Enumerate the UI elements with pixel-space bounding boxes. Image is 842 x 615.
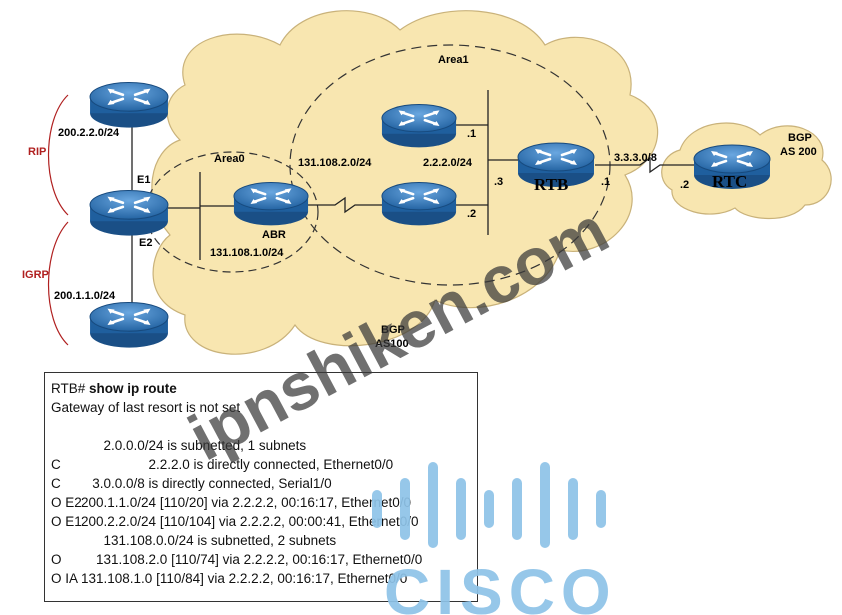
dot3-label: .3 <box>494 176 503 188</box>
bgp-as200-label-line1: BGP <box>788 132 812 144</box>
router-abr <box>232 181 310 227</box>
route-row: 2.0.0.0/24 is subnetted, 1 subnets <box>51 436 471 455</box>
route-code: O E1 <box>51 514 82 529</box>
subnet-131-2-label: 131.108.2.0/24 <box>298 157 372 169</box>
router-area1-top <box>380 103 458 149</box>
igrp-bracket <box>48 221 69 346</box>
route-code: O IA <box>51 571 79 586</box>
subnet-200-1-label: 200.1.1.0/24 <box>54 290 116 302</box>
subnet-3-3-label: 3.3.3.0/8 <box>614 152 657 164</box>
route-row: 131.108.0.0/24 is subnetted, 2 subnets <box>51 531 471 550</box>
route-text: 131.108.1.0 [110/84] via 2.2.2.2, 00:16:… <box>81 571 408 586</box>
abr-label: ABR <box>262 229 286 241</box>
area0-label: Area0 <box>214 153 245 165</box>
route-text: 3.0.0.0/8 is directly connected, Serial1… <box>81 476 332 491</box>
bgp-as100-label-line2: AS100 <box>375 338 409 350</box>
route-row: O E2200.1.1.0/24 [110/20] via 2.2.2.2, 0… <box>51 493 471 512</box>
subnet-200-2-label: 200.2.2.0/24 <box>58 127 120 139</box>
dot1-top-label: .1 <box>467 128 476 140</box>
area0-boundary <box>145 151 319 273</box>
route-row: O E1200.2.2.0/24 [110/104] via 2.2.2.2, … <box>51 512 471 531</box>
route-text: 131.108.2.0 [110/74] via 2.2.2.2, 00:16:… <box>81 552 423 567</box>
rtc-label: RTC <box>712 172 747 191</box>
link-rtb-rtc-serial <box>595 156 700 174</box>
gateway-line: Gateway of last resort is not set <box>51 400 241 415</box>
dot2-lower-label: .2 <box>467 208 476 220</box>
route-code: O <box>51 552 62 567</box>
route-row: O 131.108.2.0 [110/74] via 2.2.2.2, 00:1… <box>51 550 471 569</box>
rip-label: RIP <box>28 146 46 158</box>
route-text: 2.2.2.0 is directly connected, Ethernet0… <box>81 457 394 472</box>
bgp-as200-label-line2: AS 200 <box>780 146 817 158</box>
cli-prompt: RTB# <box>51 381 86 396</box>
route-command-line: RTB# show ip route <box>51 379 471 398</box>
router-center <box>88 189 170 237</box>
router-igrp <box>88 301 170 349</box>
rip-bracket <box>47 94 69 216</box>
route-table-box: RTB# show ip route Gateway of last resor… <box>44 372 478 602</box>
route-text: 200.1.1.0/24 [110/20] via 2.2.2.2, 00:16… <box>81 495 412 510</box>
blank-line <box>51 417 471 436</box>
rtb-dot1-label: .1 <box>601 176 610 188</box>
router-area1-lower <box>380 181 458 227</box>
subnet-2-2-label: 2.2.2.0/24 <box>423 157 473 169</box>
area1-label: Area1 <box>438 54 469 66</box>
route-code: O E2 <box>51 495 82 510</box>
route-code: C <box>51 457 61 472</box>
rtb-label: RTB <box>534 175 568 194</box>
subnet-131-1-label: 131.108.1.0/24 <box>210 247 284 259</box>
route-text: 200.2.2.0/24 [110/104] via 2.2.2.2, 00:0… <box>81 514 419 529</box>
igrp-label: IGRP <box>22 269 49 281</box>
route-row: C 3.0.0.0/8 is directly connected, Seria… <box>51 474 471 493</box>
route-row: C 2.2.2.0 is directly connected, Etherne… <box>51 455 471 474</box>
link-abr-r5-serial <box>290 196 385 214</box>
rtc-dot2-label: .2 <box>680 179 689 191</box>
e1-label: E1 <box>137 174 150 186</box>
route-code: C <box>51 476 61 491</box>
bgp-as100-label-line1: BGP <box>381 324 405 336</box>
route-text: 131.108.0.0/24 is subnetted, 2 subnets <box>81 533 337 548</box>
e2-label: E2 <box>139 237 152 249</box>
router-rip <box>88 81 170 129</box>
route-text: 2.0.0.0/24 is subnetted, 1 subnets <box>81 438 307 453</box>
cli-command: show ip route <box>89 381 177 396</box>
